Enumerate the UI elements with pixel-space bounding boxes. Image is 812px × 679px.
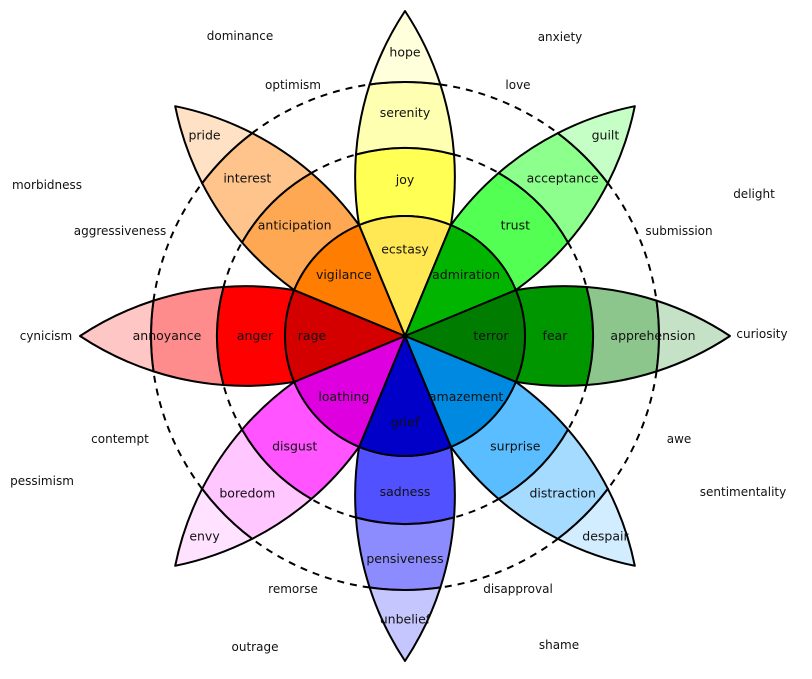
emotion-label-fear: fear [543,328,569,343]
petal-segment-despair [556,487,636,567]
emotion-label-ecstasy: ecstasy [381,242,429,257]
dyad-label-remorse: remorse [268,582,318,596]
dashed-rings-group [152,83,658,589]
outer-dashed-ring-arc [440,83,559,134]
dyad-label-contempt: contempt [91,432,149,446]
dyad-labels-group: love submission awe disapproval remorse conte… [10,29,788,654]
emotion-label-guilt: guilt [592,128,620,143]
dyad-label-awe: awe [667,432,692,446]
emotion-label-vigilance: vigilance [316,267,372,282]
dyad-label-curiosity: curiosity [736,327,787,341]
dyad-label-cynicism: cynicism [20,329,73,343]
emotion-label-envy: envy [189,528,220,543]
petal-joy [354,10,456,227]
emotion-label-rage: rage [298,328,327,343]
petal-anticipation [174,105,361,292]
dyad-label-shame: shame [539,638,579,652]
dyad-label-delight: delight [733,187,775,201]
inner-dashed-ring-arc [567,384,588,431]
emotion-label-pride: pride [188,128,220,143]
dyad-label-aggressiveness: aggressiveness [74,224,166,238]
inner-dashed-ring-arc [222,384,243,431]
dyad-label-optimism: optimism [265,78,321,92]
petal-fear [514,285,731,387]
emotion-label-unbelief: unbelief [380,612,431,627]
outer-dashed-ring-arc [607,371,658,490]
petal-segment-boredom [201,428,313,540]
emotion-label-acceptance: acceptance [527,170,599,185]
petal-segment-pride [174,105,254,185]
emotion-label-hope: hope [389,45,421,60]
outer-dashed-ring-arc [607,182,658,301]
dyad-label-morbidness: morbidness [12,178,82,192]
dyad-label-anxiety: anxiety [538,30,583,44]
dyad-label-pessimism: pessimism [10,474,74,488]
petal-segment-acceptance [497,132,609,244]
inner-dashed-ring-arc [310,153,357,174]
emotion-label-anticipation: anticipation [258,218,332,233]
petal-segment-serenity [354,81,456,156]
dyad-label-outrage: outrage [232,640,279,654]
emotion-label-interest: interest [223,170,271,185]
outer-dashed-ring-arc [440,538,559,589]
petal-anger [79,285,296,387]
petal-segment-guilt [556,105,636,185]
emotion-label-disgust: disgust [272,438,317,453]
core-segment-terror [404,289,526,383]
emotion-label-trust: trust [501,218,530,233]
emotion-label-loathing: loathing [318,389,369,404]
emotion-label-anger: anger [237,328,274,343]
petal-segment-unbelief [368,586,442,662]
dyad-label-dominance: dominance [207,29,274,43]
petal-segment-distraction [497,428,609,540]
inner-dashed-ring-arc [222,241,243,288]
core-segment-loathing [293,335,406,448]
dyad-label-submission: submission [645,224,712,238]
petal-segment-anger-tip [79,299,155,373]
petal-segment-fear-tip [655,299,731,373]
core-circle-group [284,215,526,457]
inner-dashed-ring-arc [453,153,500,174]
core-segment-amazement [404,335,517,448]
core-segment-grief [358,335,452,457]
inner-dashed-ring-arc [310,498,357,519]
emotion-label-pensiveness: pensiveness [366,551,443,566]
emotion-label-amazement: amazement [429,389,504,404]
dyad-label-sentimentality: sentimentality [700,485,787,499]
petal-segment-apprehension [585,285,660,387]
core-segment-admiration [404,224,517,337]
petal-segment-pensiveness [354,516,456,591]
petal-segment-hope [368,10,442,86]
emotion-label-boredom: boredom [219,486,275,501]
emotion-label-terror: terror [473,328,509,343]
emotion-label-annoyance: annoyance [133,328,202,343]
petal-segment-annoyance [150,285,225,387]
dyad-label-disapproval: disapproval [483,582,553,596]
inner-dashed-ring-arc [453,498,500,519]
emotion-label-admiration: admiration [432,267,500,282]
dyad-label-love: love [505,78,530,92]
core-segment-rage [284,289,406,383]
emotion-label-apprehension: apprehension [610,328,695,343]
emotion-label-joy: joy [395,172,415,187]
petal-trust [449,105,636,292]
petal-disgust [174,380,361,567]
outer-dashed-ring-arc [152,182,203,301]
emotion-label-despair: despair [582,528,629,543]
emotion-label-sadness: sadness [380,484,431,499]
core-segment-vigilance [293,224,406,337]
petal-segment-interest [201,132,313,244]
emotion-label-serenity: serenity [380,105,431,120]
core-segment-ecstasy [358,215,452,337]
outer-dashed-ring-arc [251,538,370,589]
emotion-label-distraction: distraction [529,486,595,501]
emotion-label-surprise: surprise [490,438,541,453]
petal-labels-group: ecstasy joy serenity hope admiration trust acc… [133,45,696,627]
petal-segment-envy [174,487,254,567]
inner-dashed-ring-arc [567,241,588,288]
outer-dashed-ring-arc [152,371,203,490]
emotion-label-grief: grief [391,414,420,429]
